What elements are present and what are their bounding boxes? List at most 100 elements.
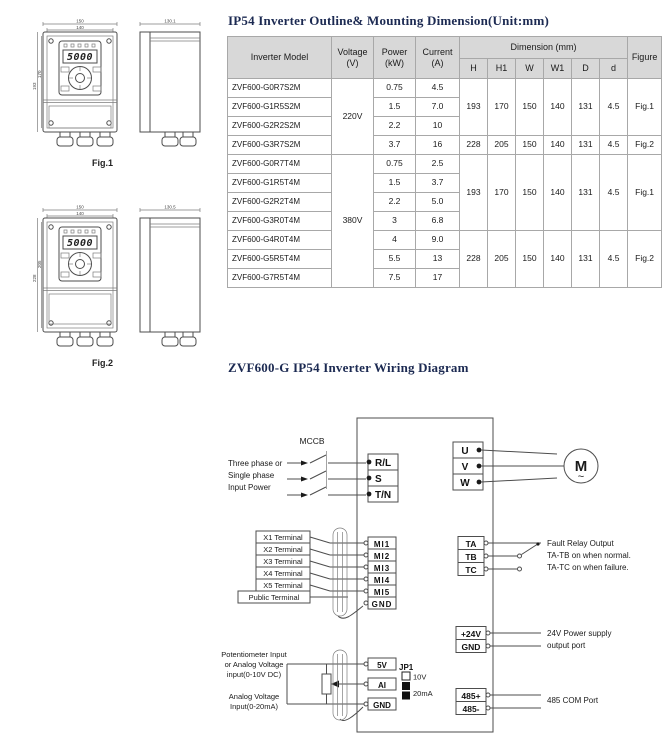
current-cell: 10 — [415, 116, 460, 136]
input-power-label-2: Single phase — [228, 471, 275, 480]
current-cell: 7.0 — [415, 97, 460, 117]
inverter-body-outline — [356, 417, 494, 733]
power-cell: 7.5 — [373, 268, 416, 288]
header-voltage: Voltage (V) — [331, 36, 374, 79]
fig1-depth-dim: 130.1 — [164, 19, 176, 24]
terminal-rl: R/L — [375, 458, 391, 469]
table-row: ZVF600-G0R7S2M 220V 0.75 4.5 193 170 150… — [227, 78, 663, 155]
figure-cell: Fig.1 — [627, 78, 663, 136]
table-row: ZVF600-G4R0T4M 4 9.0 228 205 150 140 131… — [227, 230, 663, 288]
dim-w1-cell: 140 — [543, 135, 572, 155]
jp1-label: JP1 — [399, 663, 414, 672]
table-row: ZVF600-G7R5T4M 7.5 17 — [227, 268, 662, 288]
dim-w1-cell: 140 — [543, 154, 572, 231]
model-cell: ZVF600-G1R5T4M — [227, 173, 332, 193]
fig2-display — [62, 235, 98, 250]
dim-d-cell: 131 — [571, 78, 600, 136]
terminal-mi1: MI1 — [374, 540, 390, 549]
relay-terminals: TA TB TC — [457, 536, 489, 576]
figure-cell: Fig.1 — [627, 154, 663, 231]
analog-label-3: input(0-10V DC) — [227, 670, 282, 679]
wiring-section-title: ZVF600-G IP54 Inverter Wiring Diagram — [228, 360, 469, 375]
current-cell: 2.5 — [415, 154, 460, 174]
fig1-side-view — [139, 31, 201, 147]
voltage-cell: 380V — [331, 154, 374, 288]
header-power: Power (kW) — [373, 36, 416, 79]
table-row: ZVF600-G3R7S2M 3.7 16 228 205 150 140 13… — [227, 135, 663, 155]
fig1-height-inner-dim: 170 — [37, 70, 42, 78]
header-dim-h1: H1 — [487, 58, 516, 79]
table-row: ZVF600-G5R5T4M 5.5 13 — [227, 249, 662, 269]
fig2-width-dim: 150 — [76, 205, 84, 210]
psu-note-1: 24V Power supply — [547, 629, 611, 638]
jp1-20ma-pin-2 — [402, 691, 410, 700]
table-row: ZVF600-G0R7T4M 380V 0.75 2.5 193 170 150… — [227, 154, 663, 288]
jp1-10v-label: 10V — [413, 673, 426, 682]
current-cell: 4.5 — [415, 78, 460, 98]
fig1-cable-glands — [56, 131, 114, 147]
dim-w-cell: 150 — [515, 154, 544, 231]
header-dim-w1: W1 — [543, 58, 572, 79]
header-figure: Figure — [627, 36, 663, 79]
dim-w-cell: 150 — [515, 135, 544, 155]
dim-d-cell: 131 — [571, 135, 600, 155]
terminal-5v: 5V — [377, 661, 387, 670]
voltage-cell: 220V — [331, 78, 374, 155]
fig2-drawing: 150 140 228 205 130.5 5000 — [32, 205, 201, 347]
fig1-display — [62, 49, 98, 64]
power-input-terminals: R/L S T/N — [366, 453, 399, 503]
fig2-keypad: 5000 — [58, 226, 102, 282]
dim-w1-cell: 140 — [543, 78, 572, 136]
x5-terminal-label: X5 Terminal — [263, 581, 303, 590]
dim-d-cell: 131 — [571, 230, 600, 288]
header-current: Current (A) — [415, 36, 460, 79]
fig2-width-inner-dim: 140 — [76, 211, 84, 216]
fig1-lower-cover — [48, 105, 112, 129]
power-cell: 0.75 — [373, 78, 416, 98]
dim-h1-cell: 205 — [487, 135, 516, 155]
model-cell: ZVF600-G0R7T4M — [227, 154, 332, 174]
power-cell: 2.2 — [373, 192, 416, 212]
table-row: ZVF600-G2R2S2M 2.2 10 — [227, 116, 662, 136]
model-cell: ZVF600-G7R5T4M — [227, 268, 332, 288]
potentiometer-symbol — [286, 663, 364, 721]
dim-h-cell: 193 — [459, 78, 488, 136]
fig1-width-inner-dim: 140 — [76, 25, 84, 30]
dim-d2-cell: 4.5 — [598, 154, 629, 231]
power-output-terminals: U V W — [452, 441, 564, 491]
power-cell: 0.75 — [373, 154, 416, 174]
terminal-485p: 485+ — [461, 691, 480, 701]
fig2-side-view — [139, 217, 201, 347]
analog-label-5: Input(0-20mA) — [230, 702, 278, 711]
terminal-mi4: MI4 — [374, 576, 390, 585]
com-note: 485 COM Port — [547, 696, 599, 705]
analog-label-1: Potentiometer Input — [221, 650, 287, 659]
fig2-height-dim: 228 — [32, 274, 37, 282]
psu-terminals: +24V GND — [455, 626, 541, 653]
terminal-u: U — [461, 446, 468, 457]
current-cell: 3.7 — [415, 173, 460, 193]
model-cell: ZVF600-G0R7S2M — [227, 78, 332, 98]
current-cell: 16 — [415, 135, 460, 155]
header-dim-w: W — [515, 58, 544, 79]
terminal-tb: TB — [465, 552, 476, 562]
jp1-10v-pin — [401, 671, 411, 681]
terminal-w: W — [460, 478, 470, 489]
dim-h-cell: 228 — [459, 135, 488, 155]
terminal-mi3: MI3 — [374, 564, 390, 573]
fig1-dimension-lines: 150 140 193 170 130.1 — [32, 19, 201, 132]
terminal-485n: 485- — [462, 704, 479, 714]
input-power-label-3: Input Power — [228, 483, 271, 492]
fig2-display-value: 5000 — [67, 238, 93, 249]
dim-h1-cell: 170 — [487, 154, 516, 231]
fig2-height-inner-dim: 205 — [37, 260, 42, 268]
power-cell: 4 — [373, 230, 416, 250]
fig1-nav-wheel — [68, 66, 92, 90]
dimension-table: Inverter Model Voltage (V) Power (kW) Cu… — [227, 36, 663, 288]
terminal-v: V — [462, 462, 469, 473]
power-cell: 3.7 — [373, 135, 416, 155]
fig2-caption: Fig.2 — [92, 358, 114, 368]
x3-terminal-label: X3 Terminal — [263, 557, 303, 566]
model-cell: ZVF600-G5R5T4M — [227, 249, 332, 269]
